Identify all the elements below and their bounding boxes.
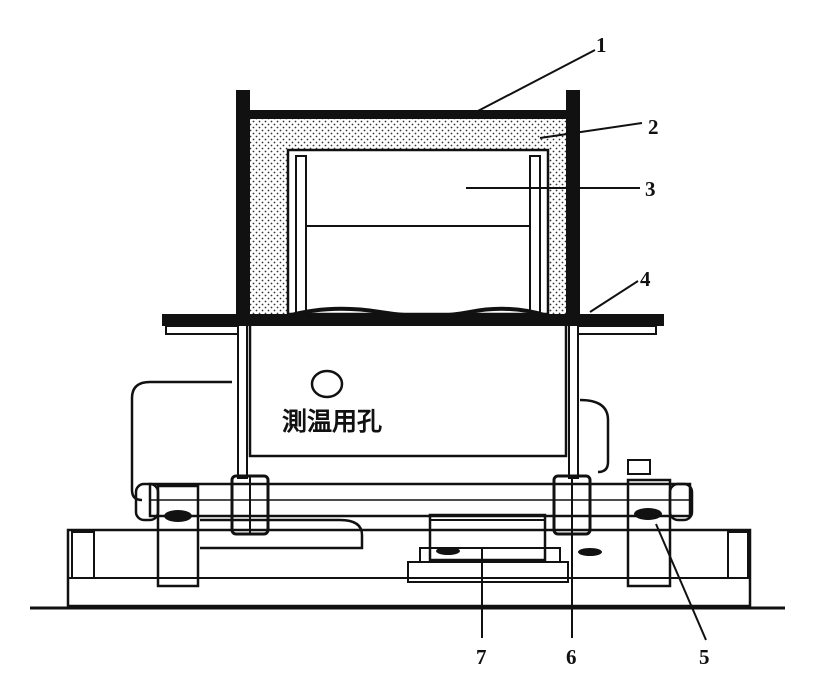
label-part-6: 6 (566, 645, 577, 669)
label-part-7: 7 (476, 645, 487, 669)
leader-lines (466, 49, 707, 641)
label-part-3: 3 (645, 177, 656, 201)
motor-housing (130, 380, 232, 502)
heating-element (286, 148, 550, 318)
label-part-1: 1 (596, 33, 607, 57)
label-part-4: 4 (640, 267, 651, 291)
support-legs (237, 321, 579, 479)
drive-shaft (148, 482, 692, 518)
right-bearing-block (626, 459, 694, 588)
furnace-shell (236, 90, 580, 314)
platform-plate (162, 314, 664, 335)
left-bearing-block (134, 482, 200, 588)
label-part-5: 5 (699, 645, 710, 669)
base-frame (66, 528, 752, 608)
insulation-layer (250, 117, 566, 314)
temperature-hole (310, 369, 344, 399)
label-part-2: 2 (648, 115, 659, 139)
temperature-hole-caption: 測温用孔 (282, 407, 382, 436)
center-support-block (407, 513, 602, 583)
left-coupling (230, 474, 270, 536)
